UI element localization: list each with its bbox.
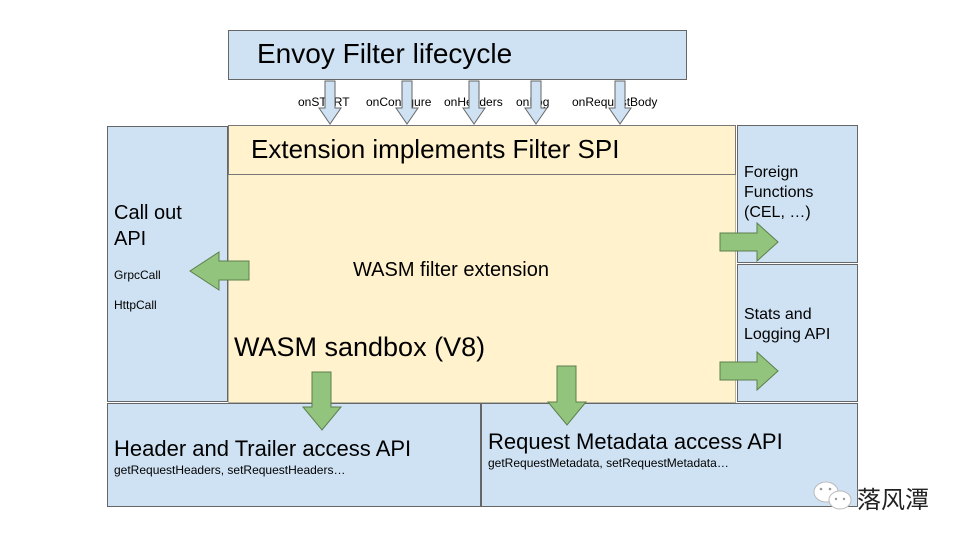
arrow-onstart <box>318 80 342 125</box>
callback-onstart: onSTART <box>298 95 350 109</box>
envoy-filter-lifecycle-title: Envoy Filter lifecycle <box>257 38 513 69</box>
arrow-onlog <box>524 80 548 125</box>
wasm-filter-extension-label: WASM filter extension <box>353 259 549 281</box>
callout-item-httpcall: HttpCall <box>114 298 157 312</box>
callout-api-title-line1: Call out <box>114 202 182 224</box>
arrow-onconfigure <box>395 80 419 125</box>
arrow-to-foreign-functions <box>719 221 779 263</box>
arrow-onrequestbody <box>608 80 632 125</box>
filter-spi-title: Extension implements Filter SPI <box>251 134 620 164</box>
callout-item-grpccall: GrpcCall <box>114 268 161 282</box>
stats-logging-line1: Stats and <box>744 306 812 323</box>
header-trailer-api-box <box>107 403 481 507</box>
arrow-onheaders <box>462 80 486 125</box>
request-metadata-api-subtitle: getRequestMetadata, setRequestMetadata… <box>488 456 729 470</box>
wasm-sandbox-label: WASM sandbox (V8) <box>234 332 486 362</box>
filter-spi-box <box>228 125 736 175</box>
arrow-to-callout <box>189 251 250 291</box>
header-trailer-api-title: Header and Trailer access API <box>114 436 412 461</box>
watermark-text: 落风潭 <box>857 487 929 514</box>
arrow-to-header-api <box>301 371 343 431</box>
callback-onconfigure: onConfigure <box>366 95 432 109</box>
request-metadata-api-title: Request Metadata access API <box>488 429 783 454</box>
stats-logging-line2: Logging API <box>744 326 831 343</box>
foreign-functions-line3: (CEL, …) <box>744 204 811 221</box>
request-metadata-api-box <box>481 403 858 507</box>
wechat-icon <box>813 481 852 510</box>
header-trailer-api-subtitle: getRequestHeaders, setRequestHeaders… <box>114 463 346 477</box>
foreign-functions-line1: Foreign <box>744 164 799 181</box>
callout-api-title-line2: API <box>114 228 147 250</box>
foreign-functions-line2: Functions <box>744 184 814 201</box>
arrow-to-metadata-api <box>546 365 588 426</box>
arrow-to-stats-logging <box>719 350 779 392</box>
envoy-filter-lifecycle-box <box>228 30 687 80</box>
